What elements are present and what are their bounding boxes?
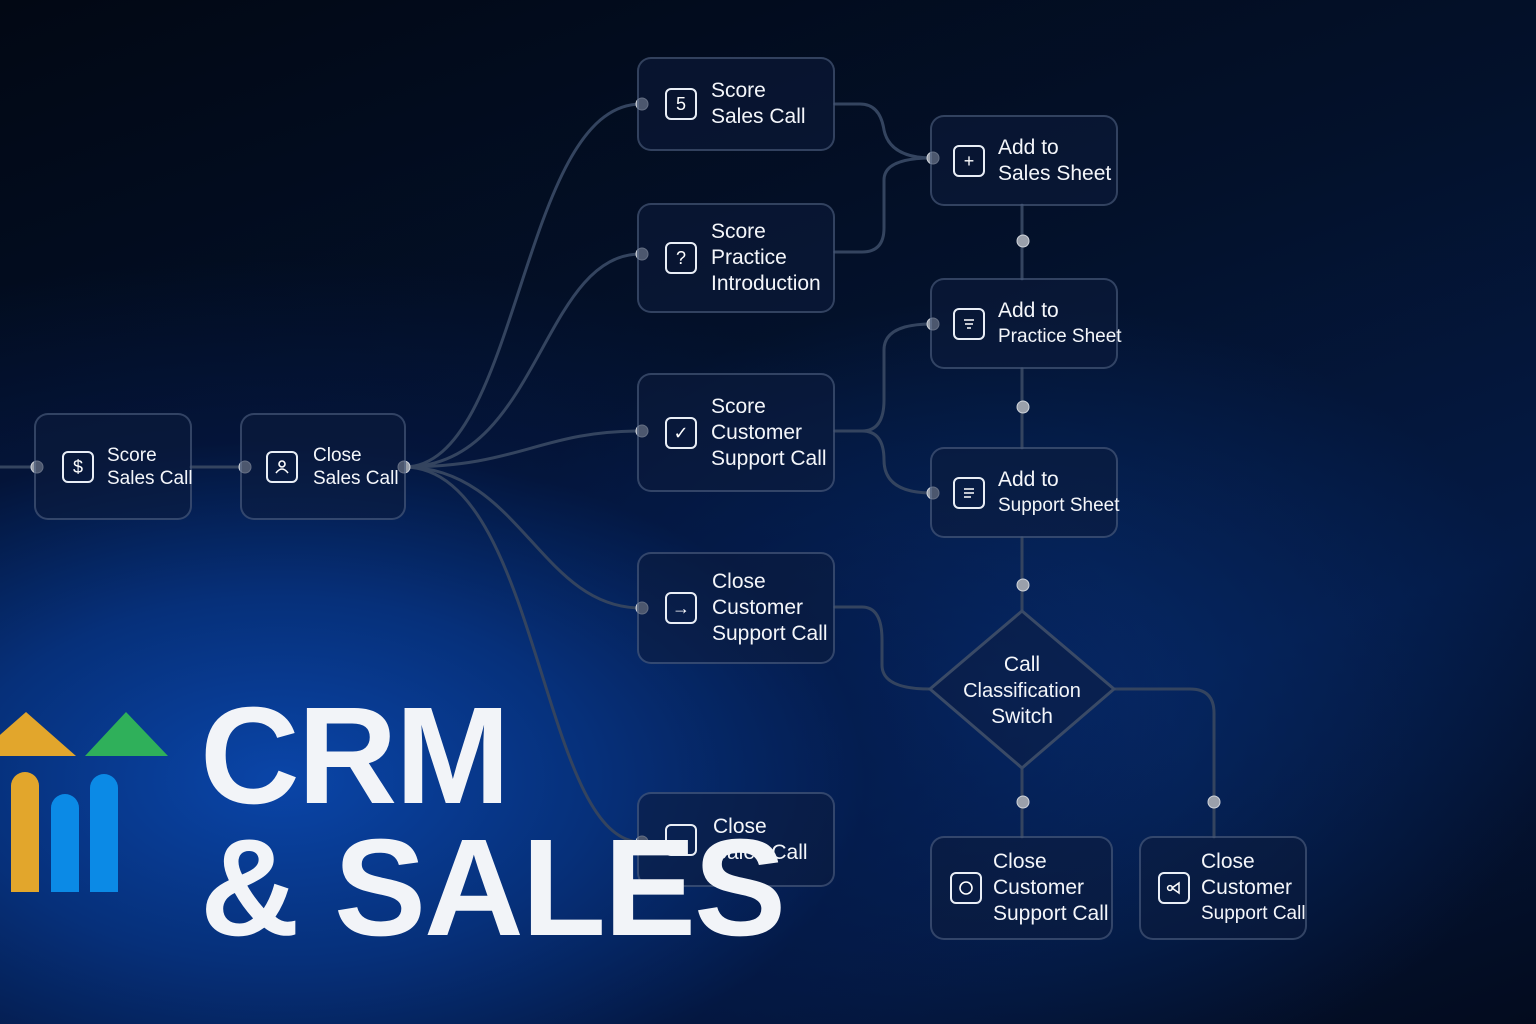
user-icon [266, 450, 298, 483]
node-label: Score [711, 394, 766, 418]
node-label: Practice Sheet [998, 325, 1122, 347]
node-close-sales-call[interactable]: Close Sales Call [240, 413, 406, 520]
question-icon: ? [665, 242, 697, 274]
port-dot[interactable] [1016, 578, 1030, 592]
list-icon [953, 476, 985, 509]
node-label: Customer [711, 420, 803, 444]
arrow-right-icon: → [665, 823, 697, 856]
node-label: Customer [1201, 876, 1293, 899]
node-label: Introduction [711, 272, 821, 295]
port-dot[interactable] [1016, 234, 1030, 248]
node-label: Add to [998, 135, 1059, 159]
node-label: Close [993, 850, 1047, 873]
node-label: Support Call [712, 622, 828, 645]
port-dot[interactable] [1016, 795, 1030, 809]
switch-label: Switch [991, 705, 1053, 728]
node-add-to-support-sheet[interactable]: Add to Support Sheet [930, 447, 1120, 538]
node-label: Support Sheet [998, 494, 1120, 516]
node-score-sales-call[interactable]: $ Score Sales Call [34, 413, 193, 520]
call-classification-switch[interactable]: Call Classification Switch [952, 652, 1092, 730]
speaker-icon [1158, 872, 1190, 904]
crm-logo-icon [0, 712, 168, 892]
node-label: Close [712, 570, 766, 593]
node-score-practice-introduction[interactable]: ? Score Practice Introduction [637, 203, 835, 313]
node-label: Customer [993, 876, 1085, 899]
node-score-sales-call-2[interactable]: 5 Score Sales Call [637, 57, 835, 151]
node-label: Practice [711, 246, 787, 269]
node-label: Support Call [711, 446, 827, 470]
brand-line-2: & SALES [200, 811, 786, 965]
node-label: Sales Sheet [998, 161, 1112, 185]
node-label: Customer [712, 596, 804, 619]
node-label: Sales Call [713, 840, 808, 864]
node-label: Add to [998, 467, 1059, 491]
node-close-customer-support-call-2[interactable]: Close Customer Support Call [930, 836, 1113, 940]
brand-title: CRM & SALES [200, 679, 786, 965]
node-label: Close [1201, 850, 1255, 873]
arrow-right-icon: → [665, 592, 697, 624]
node-label: Score [107, 444, 157, 466]
node-close-customer-support-call[interactable]: → Close Customer Support Call [637, 552, 835, 664]
node-label: Score [711, 79, 766, 102]
circle-icon [950, 872, 982, 904]
port-dot[interactable] [1016, 400, 1030, 414]
switch-label: Call [1003, 653, 1041, 676]
node-add-to-practice-sheet[interactable]: Add to Practice Sheet [930, 278, 1122, 369]
list-icon [953, 307, 985, 340]
dollar-icon: $ [62, 450, 94, 483]
port-dot[interactable] [1207, 795, 1221, 809]
node-label: Sales Call [107, 467, 193, 489]
node-label: Close [713, 814, 767, 838]
plus-icon: + [953, 144, 985, 177]
node-label: Score [711, 220, 766, 243]
brand-line-1: CRM [200, 679, 510, 833]
node-score-customer-support-call[interactable]: ✓ Score Customer Support Call [637, 373, 835, 492]
check-icon: ✓ [665, 416, 697, 449]
switch-label: Classification [963, 680, 1081, 702]
node-close-sales-call-2[interactable]: → Close Sales Call [637, 792, 835, 887]
node-close-customer-support-call-3[interactable]: Close Customer Support Call [1139, 836, 1307, 940]
node-label: Close [313, 444, 362, 466]
node-label: Add to [998, 298, 1059, 322]
node-add-to-sales-sheet[interactable]: + Add to Sales Sheet [930, 115, 1118, 206]
node-label: Support Call [993, 902, 1109, 925]
dollar-variant-icon: 5 [665, 88, 697, 120]
node-label: Sales Call [313, 467, 399, 489]
node-label: Support Call [1201, 903, 1306, 924]
node-label: Sales Call [711, 105, 806, 128]
